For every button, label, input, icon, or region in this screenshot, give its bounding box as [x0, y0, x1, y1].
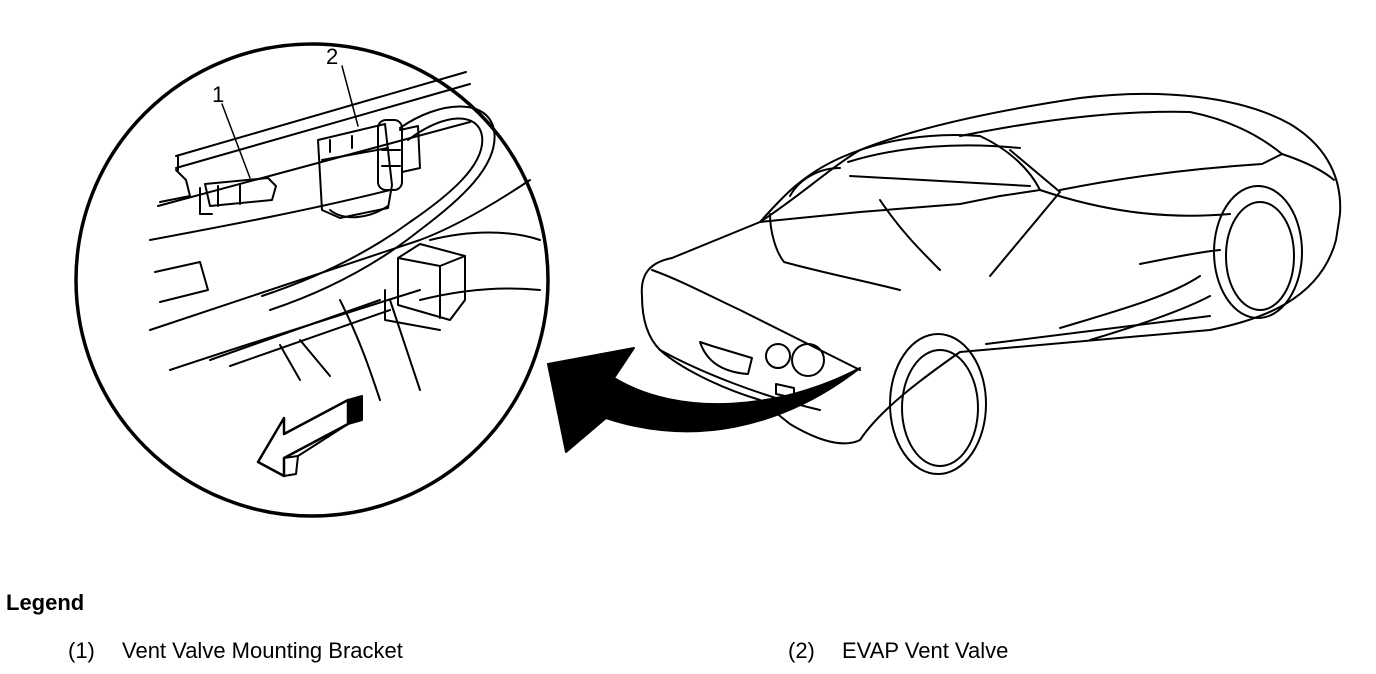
detail-circle	[74, 42, 550, 518]
detail-view	[74, 42, 550, 518]
callout-2: 2	[326, 44, 338, 69]
car-outline	[640, 92, 1342, 475]
legend-item: (1) Vent Valve Mounting Bracket	[68, 638, 403, 664]
pointer-arrow	[547, 347, 861, 453]
legend-item-number: (2)	[788, 638, 815, 663]
leader-line-1	[221, 103, 251, 179]
legend-title: Legend	[6, 590, 85, 615]
legend-item-number: (1)	[68, 638, 95, 663]
leader-line-2	[341, 65, 359, 127]
legend-item-label: Vent Valve Mounting Bracket	[122, 638, 403, 663]
callout-1: 1	[212, 82, 224, 107]
evap-vent-valve-illustration: 1 2	[74, 42, 1342, 518]
legend-item: (2) EVAP Vent Valve	[788, 638, 1008, 664]
legend-item-label: EVAP Vent Valve	[842, 638, 1009, 663]
forward-direction-arrow	[256, 398, 350, 478]
